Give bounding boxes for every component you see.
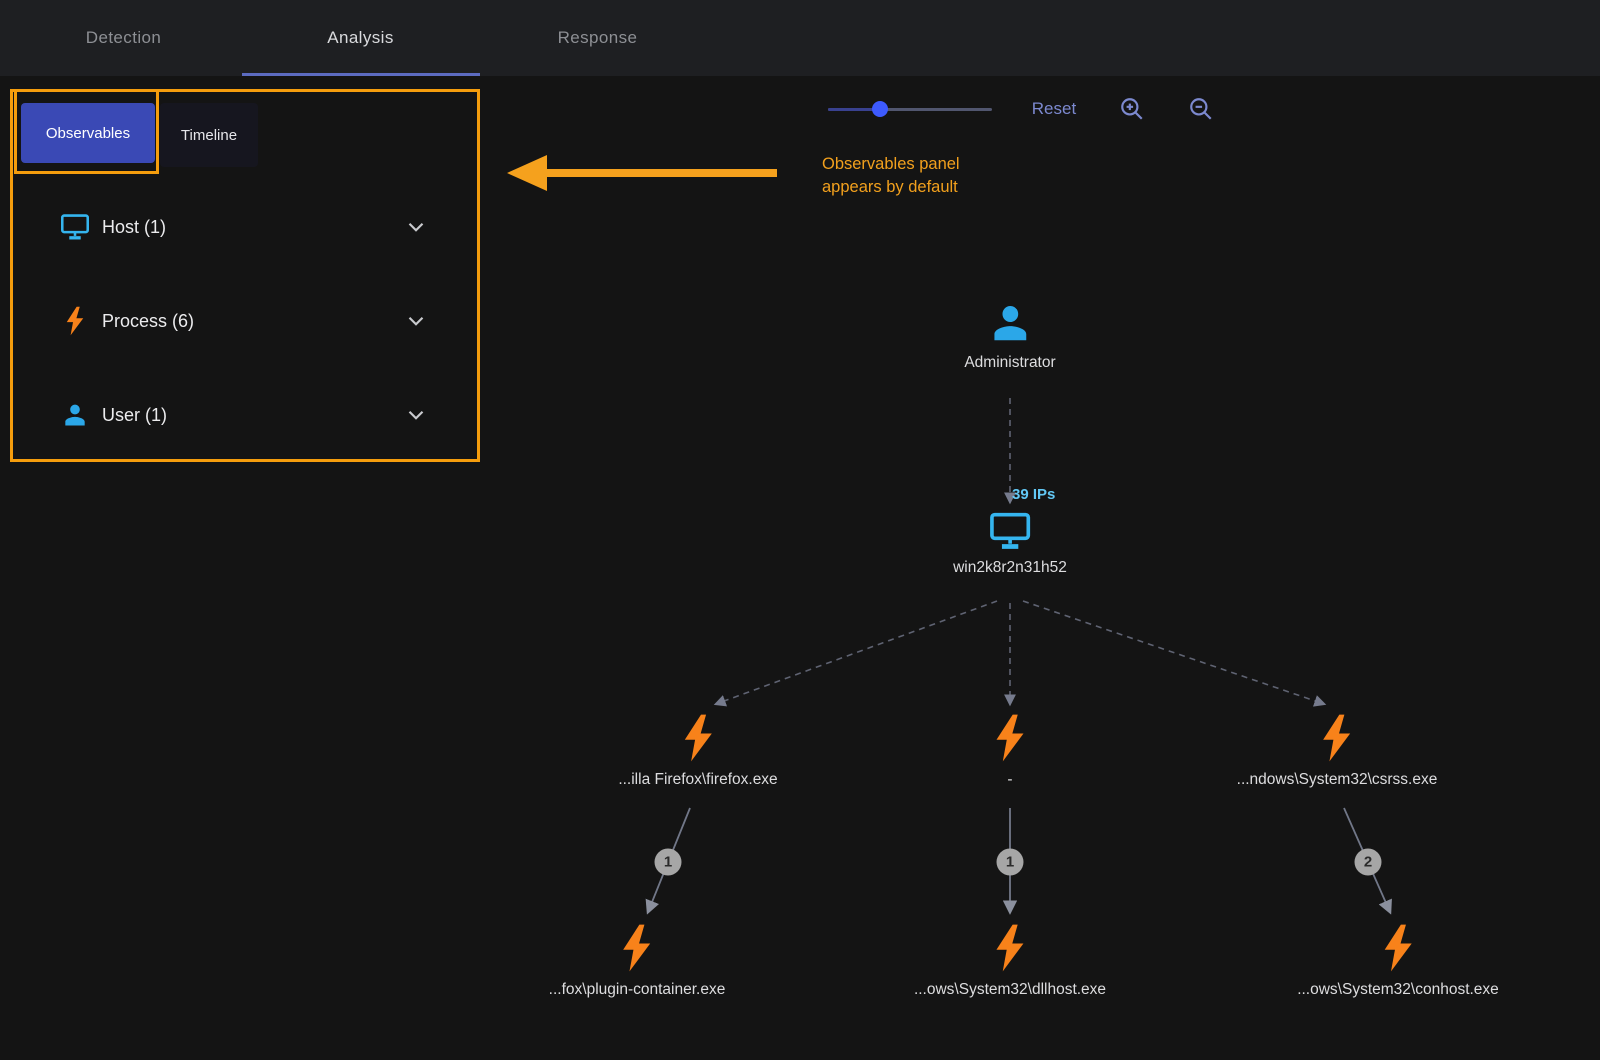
zoom-slider[interactable] bbox=[828, 99, 992, 119]
edge-count-badge: 1 bbox=[654, 848, 682, 876]
host-icon bbox=[988, 511, 1032, 551]
edge-label-ips: 39 IPs bbox=[1012, 486, 1056, 503]
node-label: ...ows\System32\conhost.exe bbox=[1297, 981, 1499, 998]
observables-group-process[interactable]: Process (6) bbox=[20, 290, 460, 352]
user-icon bbox=[58, 401, 92, 429]
chevron-down-icon[interactable] bbox=[403, 402, 429, 428]
process-icon bbox=[1319, 713, 1355, 763]
graph-node-plugin-container[interactable]: ...fox\plugin-container.exe bbox=[548, 923, 726, 999]
annotation-line1: Observables panel bbox=[822, 155, 960, 173]
observables-group-host[interactable]: Host (1) bbox=[20, 196, 460, 258]
zoom-slider-fill bbox=[828, 107, 880, 111]
tab-analysis-label: Analysis bbox=[327, 28, 394, 47]
edge-count-value: 1 bbox=[663, 853, 673, 871]
process-icon bbox=[992, 713, 1028, 763]
edge-count-badge: 2 bbox=[1354, 848, 1382, 876]
node-label: - bbox=[1007, 771, 1013, 788]
annotation-arrow-icon bbox=[507, 155, 777, 191]
node-label: ...ows\System32\dllhost.exe bbox=[913, 981, 1107, 998]
zoom-slider-track[interactable] bbox=[828, 107, 992, 111]
observables-group-host-label: Host (1) bbox=[102, 216, 167, 237]
tab-observables-label: Observables bbox=[45, 124, 131, 142]
tab-timeline-label: Timeline bbox=[180, 126, 238, 144]
graph-node-host[interactable]: win2k8r2n31h52 bbox=[953, 511, 1067, 577]
graph-node-firefox[interactable]: ...illa Firefox\firefox.exe bbox=[618, 713, 778, 789]
node-label: ...illa Firefox\firefox.exe bbox=[618, 771, 778, 788]
top-tab-bar: Detection Analysis Response bbox=[0, 0, 1600, 76]
tab-detection-label: Detection bbox=[85, 28, 162, 47]
node-label: ...fox\plugin-container.exe bbox=[548, 981, 726, 998]
graph-node-csrss[interactable]: ...ndows\System32\csrss.exe bbox=[1236, 713, 1438, 789]
process-icon bbox=[58, 306, 92, 336]
observables-group-user-label: User (1) bbox=[102, 404, 168, 425]
process-icon bbox=[680, 713, 716, 763]
process-icon bbox=[992, 923, 1028, 973]
tab-observables[interactable]: Observables bbox=[21, 103, 155, 163]
edge-count-value: 1 bbox=[1005, 853, 1015, 871]
graph-node-dllhost[interactable]: ...ows\System32\dllhost.exe bbox=[914, 923, 1106, 999]
tab-response-label: Response bbox=[557, 28, 638, 47]
graph-node-process-unknown[interactable]: - bbox=[992, 713, 1028, 789]
annotation-line2: appears by default bbox=[822, 178, 958, 196]
tab-detection[interactable]: Detection bbox=[5, 0, 242, 76]
host-icon bbox=[58, 213, 92, 241]
node-label: win2k8r2n31h52 bbox=[953, 559, 1067, 576]
zoom-slider-thumb[interactable] bbox=[872, 101, 888, 117]
zoom-in-icon[interactable] bbox=[1119, 96, 1145, 122]
node-label: Administrator bbox=[964, 354, 1056, 371]
reset-button-label: Reset bbox=[1031, 99, 1077, 118]
observables-group-user[interactable]: User (1) bbox=[20, 384, 460, 446]
zoom-out-icon[interactable] bbox=[1188, 96, 1214, 122]
graph-node-administrator[interactable]: Administrator bbox=[964, 300, 1056, 372]
user-icon bbox=[987, 300, 1033, 346]
annotation-text: Observables panel appears by default bbox=[822, 153, 960, 199]
process-icon bbox=[619, 923, 655, 973]
edge-count-badge: 1 bbox=[996, 848, 1024, 876]
tab-analysis[interactable]: Analysis bbox=[242, 0, 479, 76]
active-tab-indicator bbox=[242, 73, 480, 76]
chevron-down-icon[interactable] bbox=[403, 308, 429, 334]
edge-count-value: 2 bbox=[1363, 853, 1373, 871]
chevron-down-icon[interactable] bbox=[403, 214, 429, 240]
observables-group-process-label: Process (6) bbox=[102, 310, 195, 331]
process-icon bbox=[1380, 923, 1416, 973]
node-label: ...ndows\System32\csrss.exe bbox=[1236, 771, 1438, 788]
tab-response[interactable]: Response bbox=[479, 0, 716, 76]
reset-button[interactable]: Reset bbox=[1025, 95, 1083, 123]
graph-node-conhost[interactable]: ...ows\System32\conhost.exe bbox=[1297, 923, 1499, 999]
tab-timeline[interactable]: Timeline bbox=[160, 103, 258, 167]
